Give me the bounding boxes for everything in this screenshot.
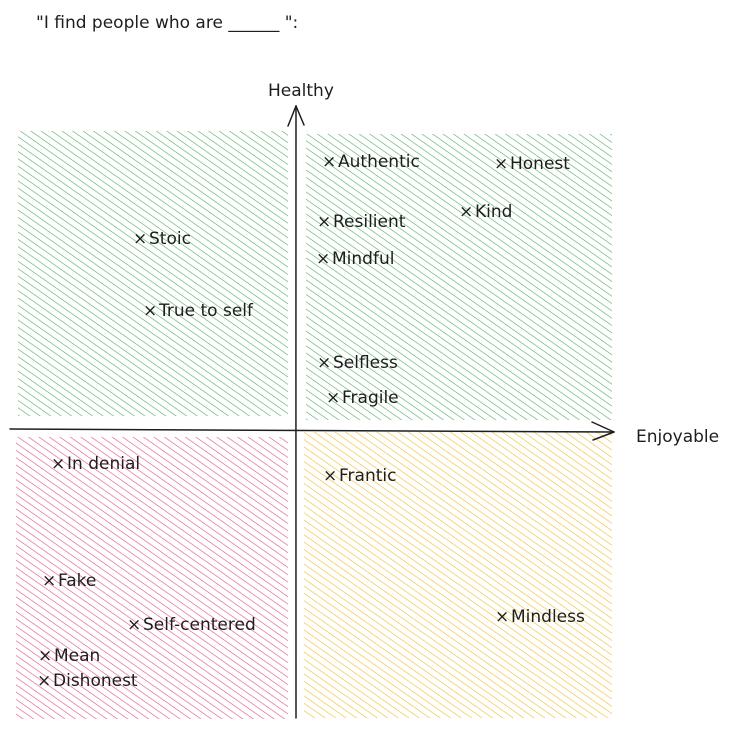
item-label: Frantic (339, 466, 396, 486)
items-layer: ×Authentic×Honest×Kind×Resilient×Mindful… (37, 152, 585, 691)
item-marker: × (37, 671, 51, 691)
item-marker: × (317, 353, 331, 373)
item-label: Stoic (149, 229, 191, 249)
item-label: Self-centered (143, 615, 256, 635)
quadrant-bottom-left (16, 437, 288, 719)
item-label: Dishonest (53, 671, 138, 691)
item-marker: × (495, 607, 509, 627)
y-axis-label: Healthy (268, 81, 334, 101)
x-axis-label: Enjoyable (636, 427, 719, 447)
item-label: Mindful (332, 249, 394, 269)
item-stoic: ×Stoic (133, 229, 191, 249)
item-kind: ×Kind (459, 202, 512, 222)
item-marker: × (322, 152, 336, 172)
item-selfless: ×Selfless (317, 353, 398, 373)
item-label: Kind (475, 202, 512, 222)
item-label: Fragile (342, 388, 399, 408)
x-axis (9, 421, 615, 441)
item-label: Authentic (338, 152, 420, 172)
item-true-to-self: ×True to self (143, 301, 254, 321)
item-marker: × (51, 454, 65, 474)
item-marker: × (127, 615, 141, 635)
item-frantic: ×Frantic (323, 466, 396, 486)
item-label: Honest (510, 154, 570, 174)
item-marker: × (494, 154, 508, 174)
quadrant-top-right (306, 134, 612, 420)
item-label: Selfless (333, 353, 398, 373)
item-resilient: ×Resilient (317, 212, 406, 232)
item-label: Fake (58, 571, 96, 591)
item-authentic: ×Authentic (322, 152, 420, 172)
item-label: True to self (158, 301, 254, 321)
diagram-title: "I find people who are ______ ": (36, 13, 298, 33)
item-label: Resilient (333, 212, 406, 232)
item-marker: × (42, 571, 56, 591)
quadrant-top-left (18, 131, 288, 416)
item-mindless: ×Mindless (495, 607, 585, 627)
item-marker: × (323, 466, 337, 486)
quadrant-bottom-right (304, 432, 612, 718)
item-label: In denial (67, 454, 140, 474)
item-marker: × (133, 229, 147, 249)
item-marker: × (317, 212, 331, 232)
item-label: Mean (54, 646, 100, 666)
item-fake: ×Fake (42, 571, 96, 591)
item-marker: × (143, 301, 157, 321)
item-honest: ×Honest (494, 154, 570, 174)
item-fragile: ×Fragile (326, 388, 399, 408)
item-mean: ×Mean (38, 646, 100, 666)
item-marker: × (459, 202, 473, 222)
item-label: Mindless (511, 607, 585, 627)
item-marker: × (316, 249, 330, 269)
item-marker: × (38, 646, 52, 666)
item-in-denial: ×In denial (51, 454, 140, 474)
item-dishonest: ×Dishonest (37, 671, 138, 691)
item-self-centered: ×Self-centered (127, 615, 256, 635)
item-mindful: ×Mindful (316, 249, 394, 269)
y-axis (287, 105, 305, 719)
item-marker: × (326, 388, 340, 408)
